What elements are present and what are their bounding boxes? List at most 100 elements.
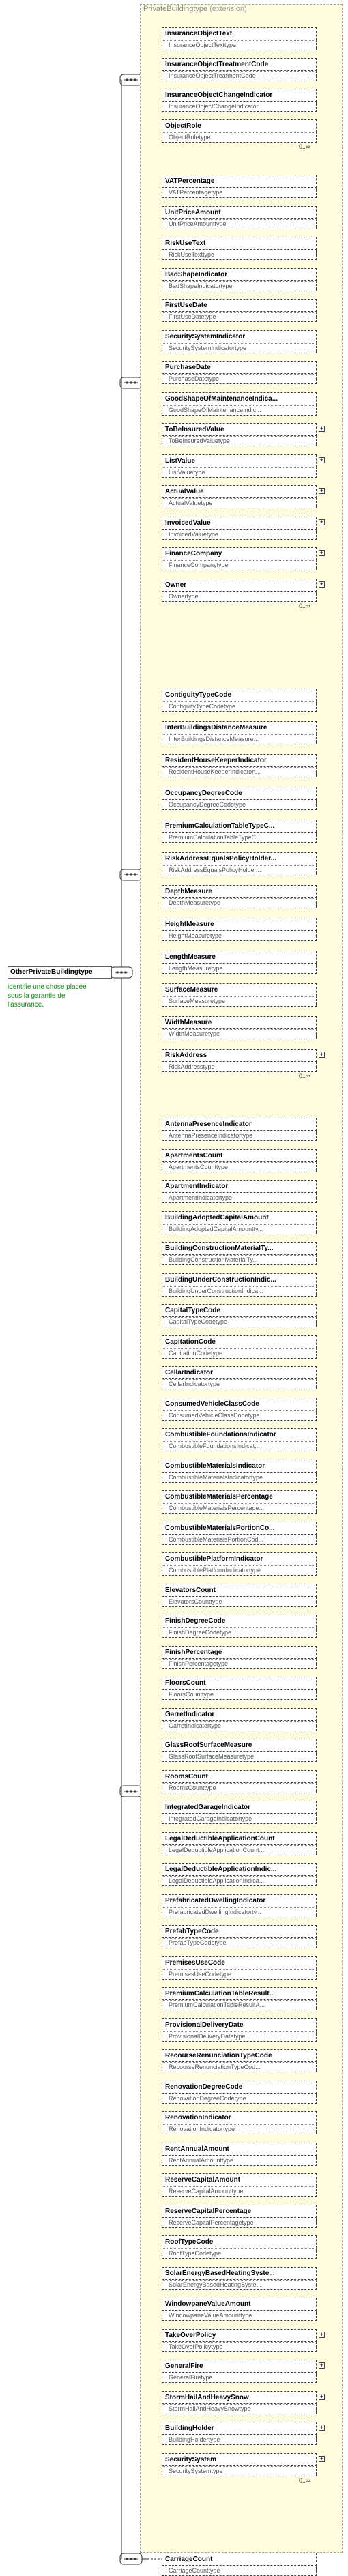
element-name: ObjectRole [162,119,317,132]
expand-icon[interactable]: + [319,456,325,463]
expand-icon[interactable]: + [319,518,325,525]
root-sequence-compositor[interactable] [110,966,133,979]
sequence-compositor[interactable] [119,377,143,389]
element-type: CapitalTypeCodetype [162,1317,317,1327]
sequence-compositor[interactable] [119,74,143,86]
schema-element[interactable]: GoodShapeOfMaintenanceIndica...GoodShape… [162,392,317,416]
expand-icon[interactable]: + [319,2424,325,2431]
schema-element[interactable]: PremiumCalculationTableResult...PremiumC… [162,1987,317,2010]
expand-icon[interactable]: + [319,1051,325,1058]
schema-element[interactable]: BuildingConstructionMaterialTy...Buildin… [162,1242,317,1265]
schema-element[interactable]: RiskAddressEqualsPolicyHolder...RiskAddr… [162,852,317,875]
expand-icon[interactable]: + [319,487,325,494]
expand-icon[interactable]: + [319,580,325,588]
expand-icon[interactable]: + [319,2330,325,2338]
sequence-compositor[interactable] [119,869,143,881]
schema-element[interactable]: BuildingUnderConstructionIndic...Buildin… [162,1273,317,1297]
expand-icon[interactable]: + [319,2455,325,2462]
expand-icon[interactable]: + [319,2392,325,2400]
sequence-compositor[interactable] [119,1785,143,1797]
expand-icon[interactable]: + [319,549,325,556]
schema-element[interactable]: SolarEnergyBasedHeatingSyste...SolarEner… [162,2266,317,2290]
expand-icon[interactable]: + [319,2362,325,2369]
element-type: CellarIndicatortype [162,1379,317,1389]
element-name: ResidentHouseKeeperIndicator [162,754,317,767]
sequence-compositor[interactable] [119,2553,143,2565]
element-type: LengthMeasuretype [162,964,317,974]
root-element[interactable]: OtherPrivateBuildingtype [8,966,112,979]
element-name: RiskAddress [162,1049,317,1062]
expand-icon[interactable]: + [319,425,325,432]
schema-element[interactable]: LegalDeductibleApplicationIndic...LegalD… [162,1863,317,1886]
schema-element[interactable]: CombustibleMaterialsPortionCo...Combusti… [162,1521,317,1545]
schema-element[interactable]: PremiumCalculationTableTypeC...PremiumCa… [162,820,317,843]
